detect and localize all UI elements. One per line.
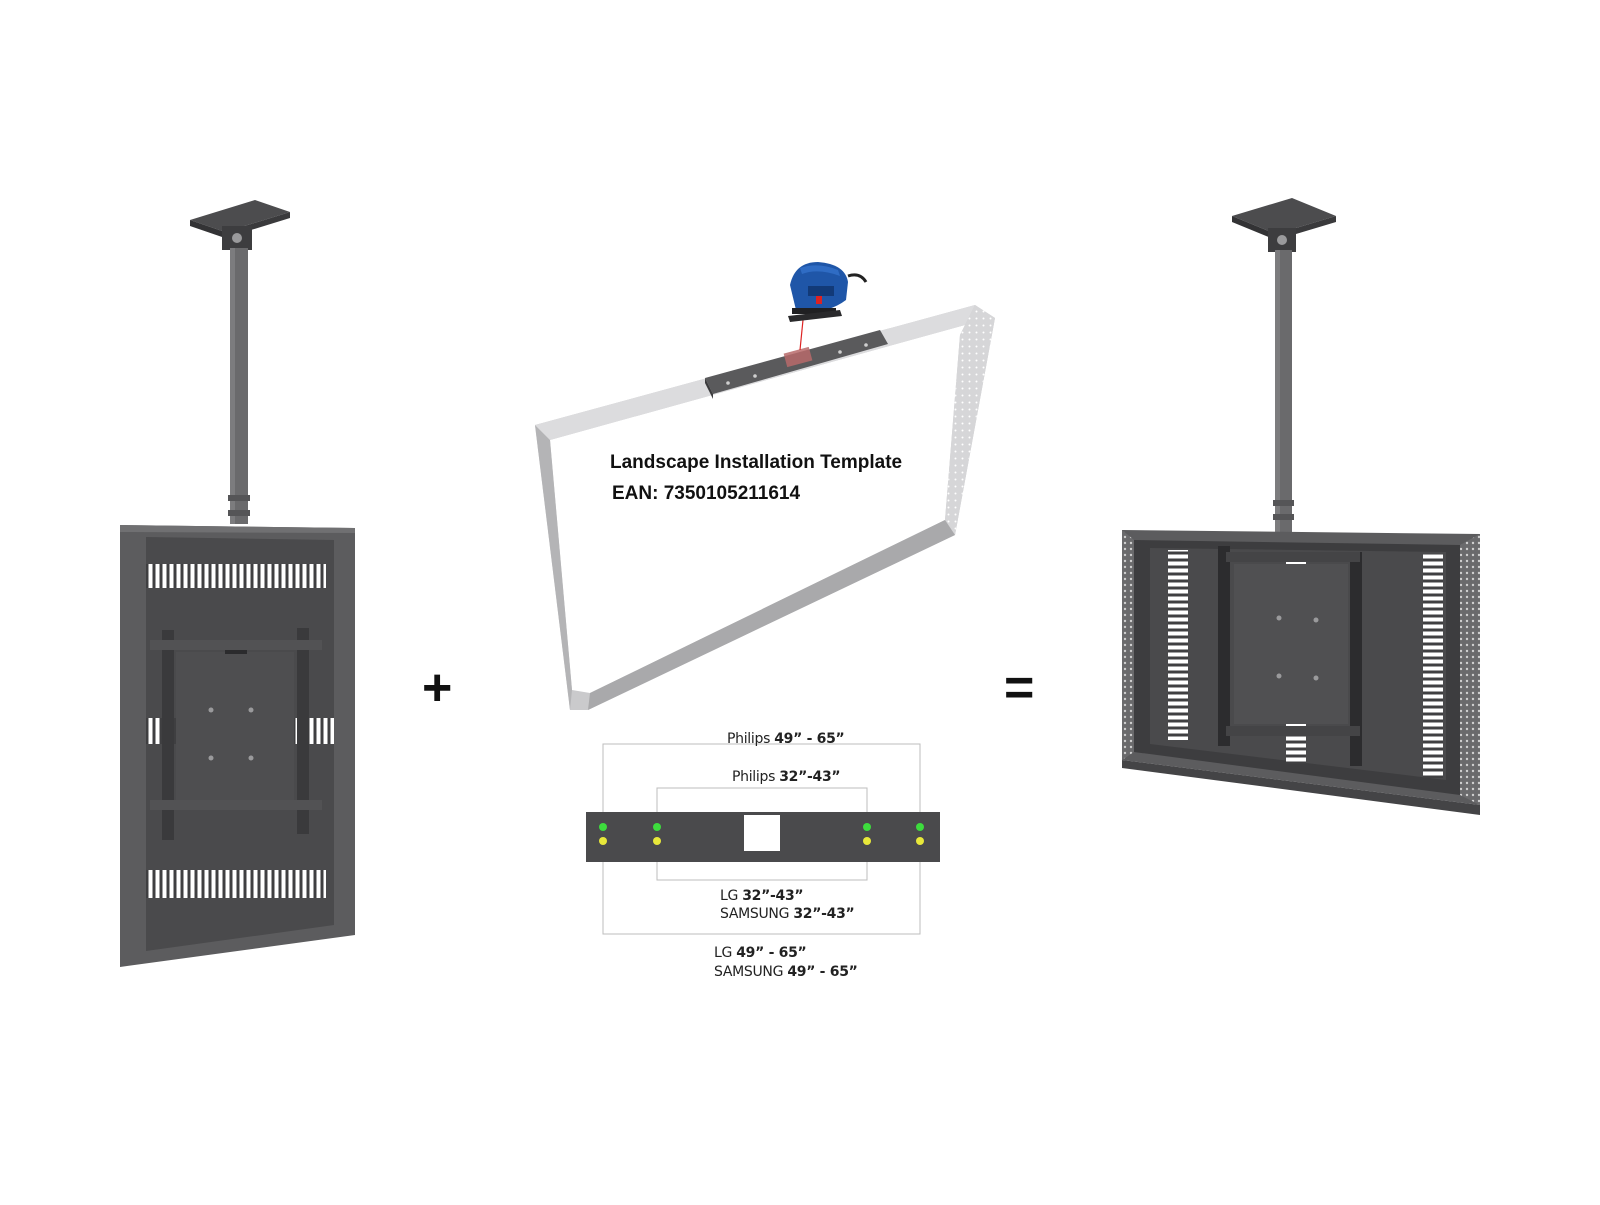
right-slots-col-3 <box>1423 554 1443 778</box>
mounting-plate-diagram <box>586 743 940 935</box>
dim-brand: Philips <box>732 769 776 785</box>
dim-range: 49” - 65” <box>736 945 807 961</box>
hole-markers <box>599 823 924 845</box>
plus-operator: + <box>422 659 453 717</box>
dim-range: 32”-43” <box>779 769 841 785</box>
left-slots-top <box>146 564 326 588</box>
dim-range: 49” - 65” <box>774 731 845 747</box>
right-slots-col-1 <box>1168 550 1188 740</box>
dim-brand: SAMSUNG <box>720 906 790 922</box>
dim-philips-small: Philips 32”-43” <box>732 769 841 785</box>
plate-center-cutout <box>744 815 780 851</box>
dim-brand: LG <box>720 888 739 904</box>
dim-lg-large: LG 49” - 65” <box>714 945 807 961</box>
landscape-enclosure <box>1122 198 1480 815</box>
portrait-enclosure <box>120 200 355 967</box>
dim-samsung-large: SAMSUNG 49” - 65” <box>714 964 858 980</box>
dim-samsung-small: SAMSUNG 32”-43” <box>720 906 855 922</box>
left-slots-bottom <box>146 870 326 898</box>
equals-operator: = <box>1004 659 1035 717</box>
dim-brand: LG <box>714 945 733 961</box>
right-vesa-bracket <box>1218 546 1362 766</box>
jigsaw-icon <box>788 262 868 322</box>
dim-range: 32”-43” <box>793 906 855 922</box>
right-ceiling-plate <box>1232 198 1336 234</box>
dim-range: 32”-43” <box>742 888 804 904</box>
dim-range: 49” - 65” <box>787 964 858 980</box>
left-vesa-bracket <box>150 628 322 840</box>
dim-brand: SAMSUNG <box>714 964 784 980</box>
dim-brand: Philips <box>727 731 771 747</box>
left-ceiling-plate <box>190 200 290 232</box>
template-title: Landscape Installation Template <box>610 452 903 473</box>
dim-lg-small: LG 32”-43” <box>720 888 804 904</box>
dim-philips-large: Philips 49” - 65” <box>727 731 845 747</box>
template-ean: EAN: 7350105211614 <box>612 483 801 504</box>
installation-template <box>535 305 995 710</box>
